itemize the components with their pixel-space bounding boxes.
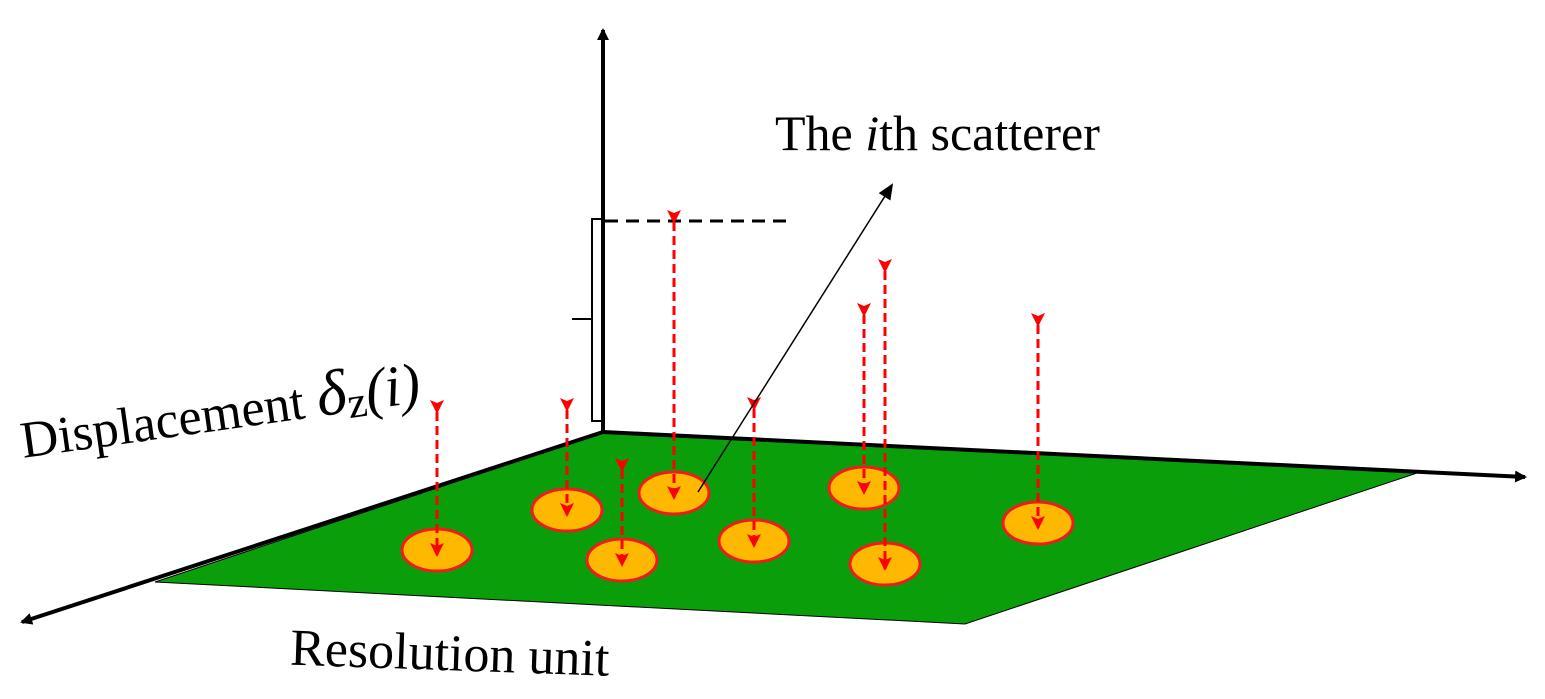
scatterer-pointer-line xyxy=(697,183,894,493)
displacement-label: Displacement δz(i) xyxy=(15,345,424,473)
scatterer-label-suffix: th scatterer xyxy=(879,105,1100,161)
resolution-unit-label: Resolution unit xyxy=(289,620,611,688)
displacement-bracket xyxy=(572,218,603,422)
scatterer-label-index: i xyxy=(865,105,879,161)
displacement-argument: (i) xyxy=(361,350,424,422)
scatterer-label-prefix: The xyxy=(775,105,865,161)
svg-text:Displacement δz(i): Displacement δz(i) xyxy=(15,345,424,473)
displacement-arrows-group xyxy=(430,210,1045,571)
displacement-label-word: Displacement xyxy=(17,372,321,470)
scatterer-7 xyxy=(848,541,922,587)
scatterer-label: The ith scatterer xyxy=(775,105,1100,161)
scatterer-1 xyxy=(400,527,474,573)
left-axis xyxy=(20,430,604,625)
